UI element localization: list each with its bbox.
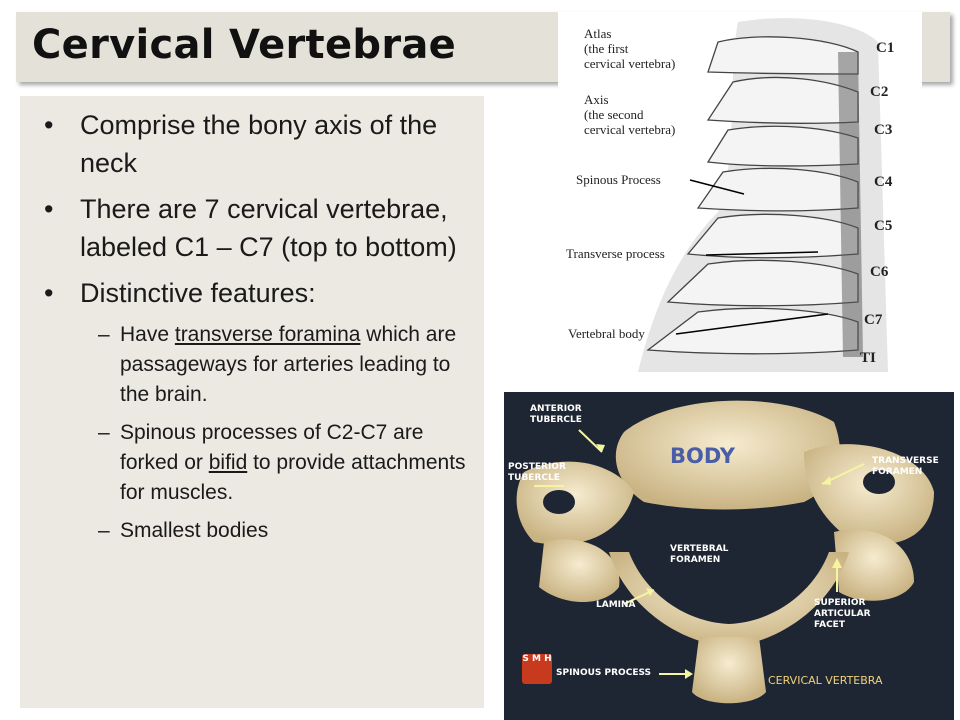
level-c1: C1: [876, 40, 895, 56]
vertebral-foramen-label: VERTEBRAL FORAMEN: [670, 544, 729, 565]
vertebral-body-label: Vertebral body: [568, 326, 645, 341]
anterior-tubercle-label: ANTERIOR TUBERCLE: [530, 404, 582, 425]
level-c7: C7: [864, 312, 883, 328]
sub-bullet-text: Spinous processes of C2-C7 are forked or: [120, 421, 424, 474]
level-c4: C4: [874, 174, 893, 190]
atlas-label: Atlas (the first cervical vertebra): [584, 26, 676, 71]
level-c3: C3: [874, 122, 893, 138]
sub-bullet-item: Smallest bodies: [20, 516, 484, 546]
level-c2: C2: [870, 84, 889, 100]
bullet-item: Distinctive features:: [20, 274, 484, 312]
level-t1: TI: [860, 350, 876, 366]
slide-title: Cervical Vertebrae: [32, 22, 457, 68]
vertebra-photo: BODY ANTERIOR TUBERCLE POSTERIOR TUBERCL…: [504, 392, 954, 720]
cervical-spine-illustration: [638, 18, 888, 372]
transverse-process-label: Transverse process: [566, 246, 665, 261]
posterior-tubercle-label: POSTERIOR TUBERCLE: [508, 462, 566, 483]
body-label: BODY: [670, 444, 735, 468]
sub-bullet-text: Have: [120, 323, 175, 346]
level-c6: C6: [870, 264, 889, 280]
spinous-process-label: Spinous Process: [576, 172, 661, 187]
content-panel: Comprise the bony axis of the neck There…: [20, 96, 484, 708]
sub-bullet-item: Have transverse foramina which are passa…: [20, 320, 484, 410]
sub-bullet-text: to provide attachments for muscles.: [120, 451, 466, 504]
sub-bullet-text: Smallest bodies: [120, 519, 269, 542]
transverse-foramen-label: TRANSVERSE FORAMEN: [872, 456, 939, 477]
photo-caption: CERVICAL VERTEBRA: [768, 674, 883, 687]
neck-diagram: Atlas (the first cervical vertebra) Axis…: [558, 12, 922, 384]
spinous-process-photo-label: SPINOUS PROCESS: [556, 668, 652, 678]
sub-bullet-item: Spinous processes of C2-C7 are forked or…: [20, 418, 484, 508]
underlined-term: transverse foramina: [174, 323, 361, 346]
superior-articular-facet-label: SUPERIOR ARTICULAR FACET: [814, 598, 871, 630]
axis-label: Axis (the second cervical vertebra): [584, 92, 676, 137]
sub-bullet-text: which are passageways for arteries leadi…: [120, 323, 457, 406]
level-c5: C5: [874, 218, 893, 234]
lamina-label: LAMINA: [596, 600, 636, 610]
bullet-list: Comprise the bony axis of the neck There…: [20, 106, 484, 554]
underlined-term: bifid: [208, 451, 248, 474]
bullet-item: There are 7 cervical vertebrae, labeled …: [20, 190, 484, 266]
smh-logo: S M H: [522, 654, 552, 684]
bullet-item: Comprise the bony axis of the neck: [20, 106, 484, 182]
cervical-vertebra-image: [516, 400, 934, 704]
